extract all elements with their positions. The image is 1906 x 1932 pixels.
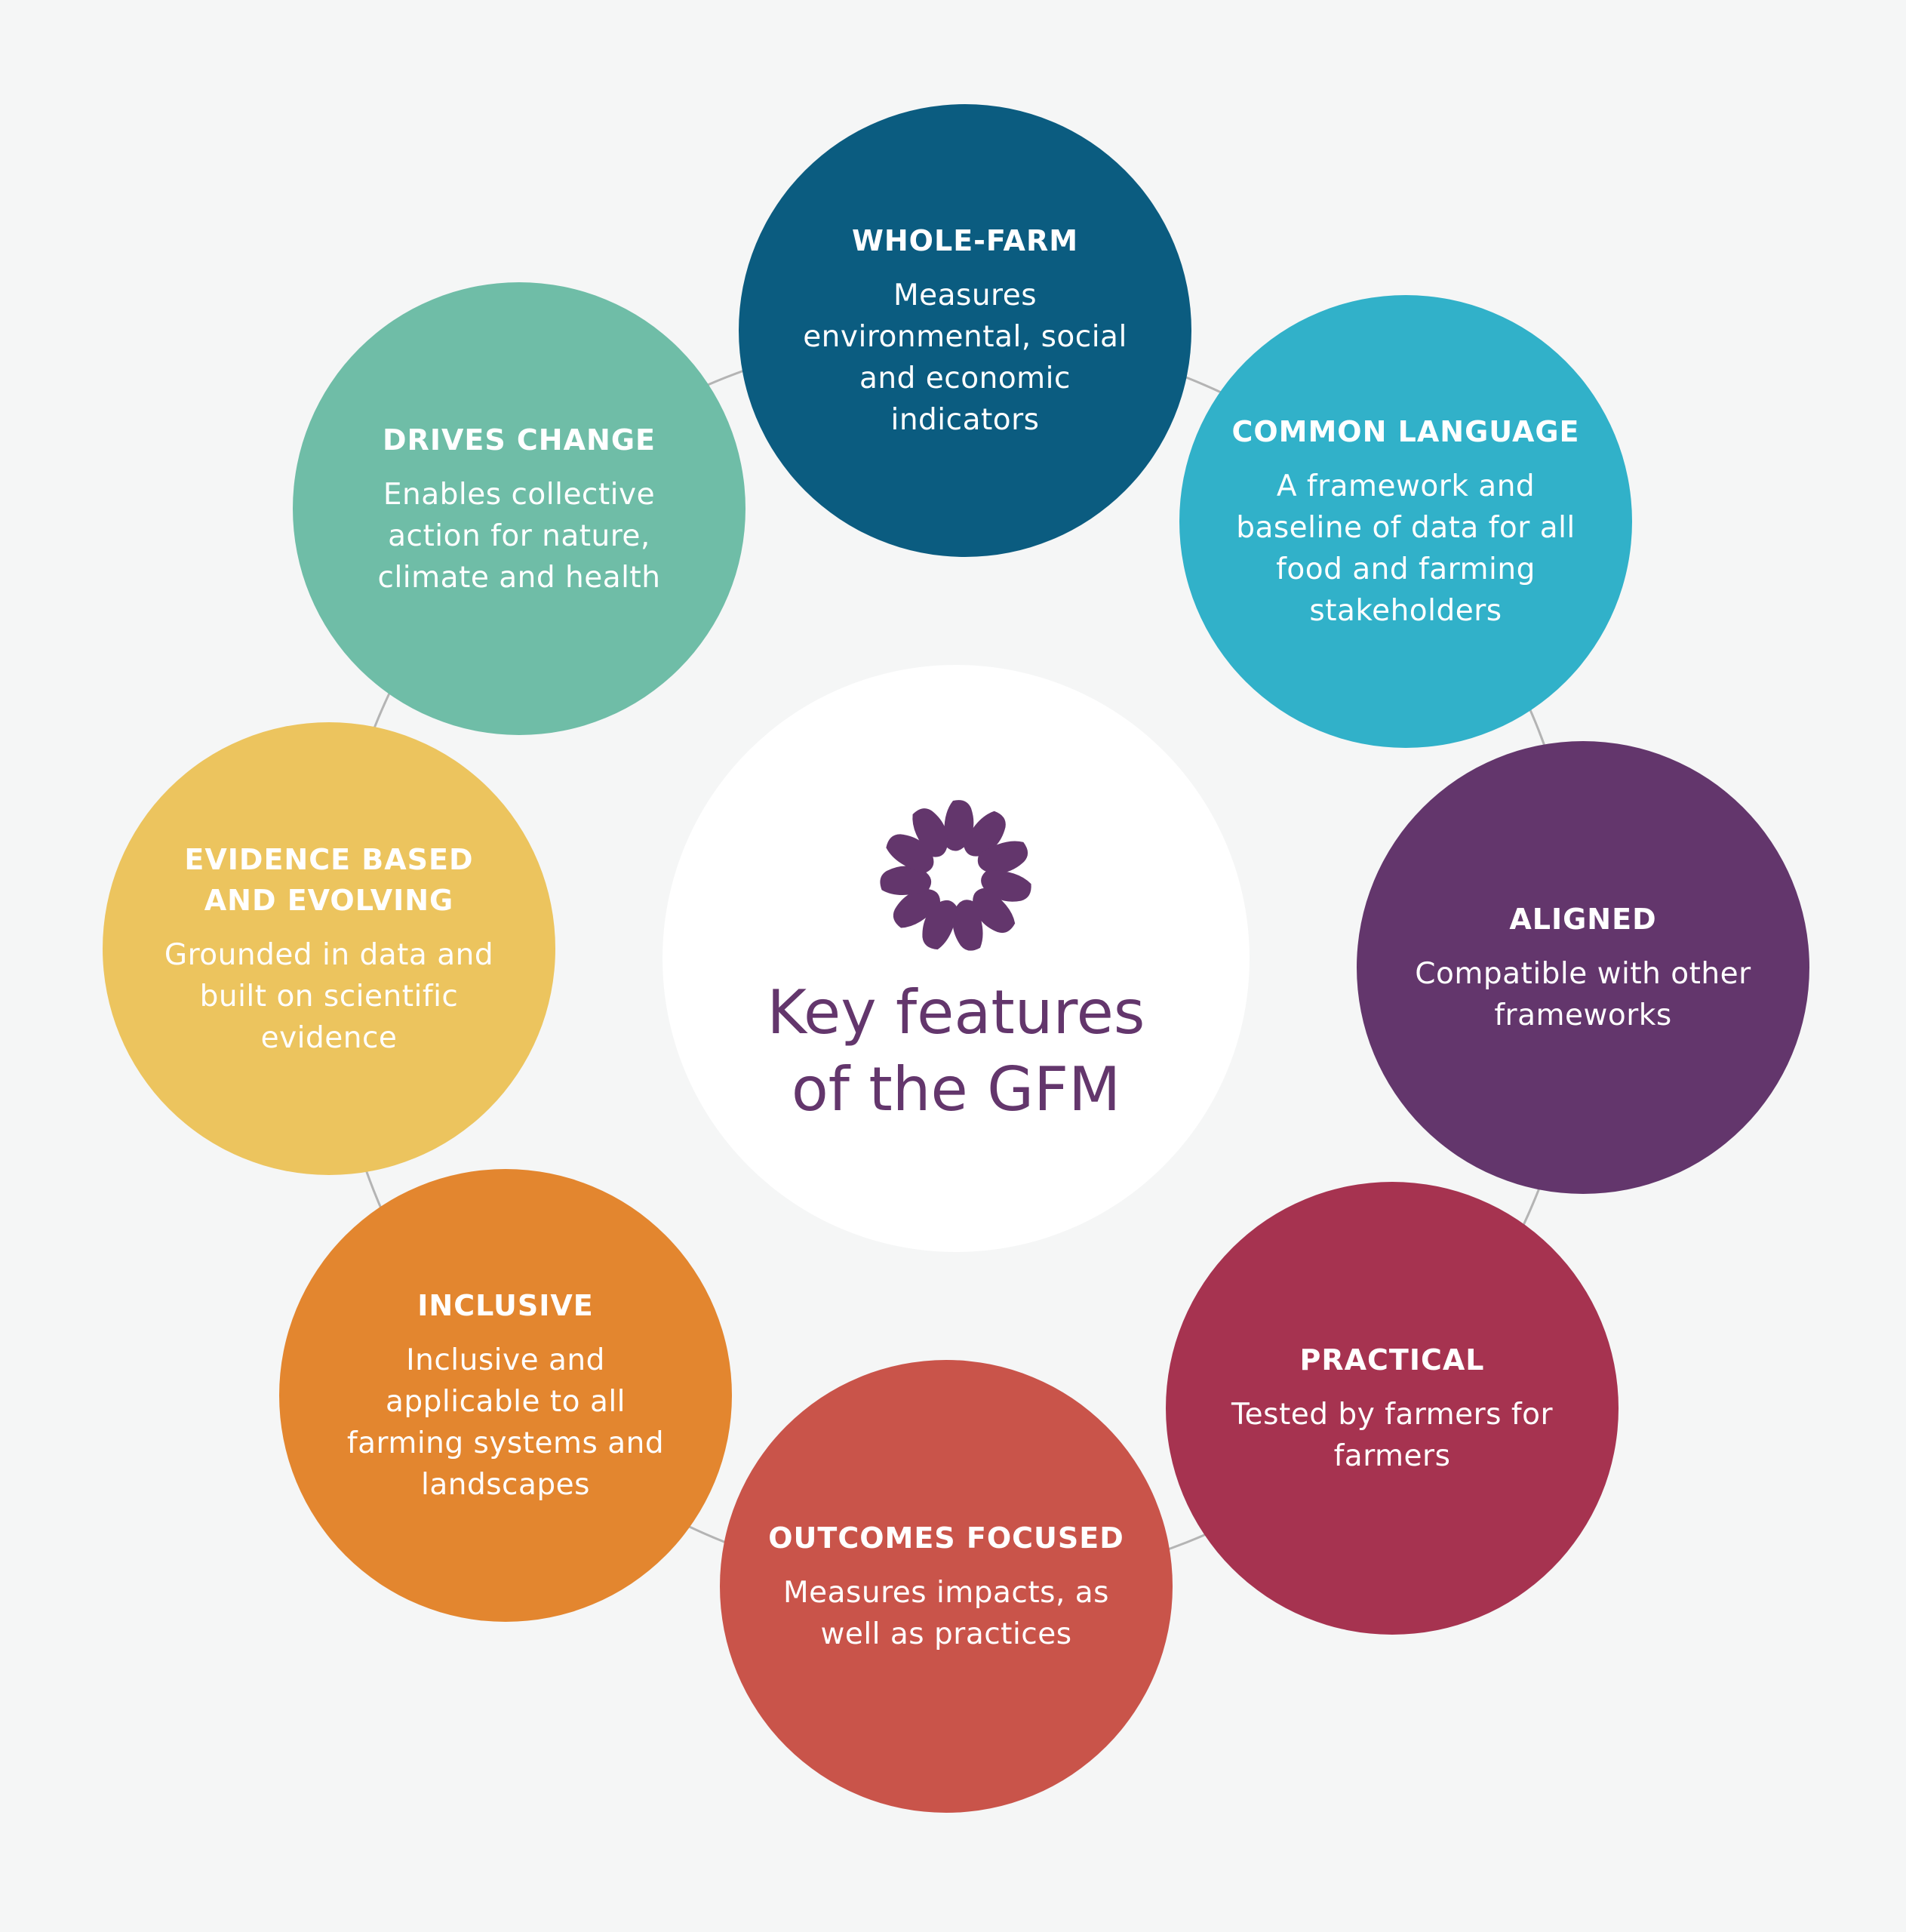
logo-petal [973, 888, 1016, 934]
feature-description: A framework and baseline of data for all… [1236, 469, 1576, 628]
feature-description: Tested by farmers for farmers [1231, 1398, 1554, 1473]
feature-title: INCLUSIVE [417, 1289, 594, 1322]
center-hub: Key features of the GFM [662, 665, 1250, 1252]
logo-petal [893, 889, 940, 928]
feature-common-language: COMMON LANGUAGE A framework and baseline … [1179, 295, 1632, 748]
feature-evidence-based: EVIDENCE BASED AND EVOLVING Grounded in d… [103, 722, 555, 1175]
feature-inclusive: INCLUSIVE Inclusive and applicable to all… [279, 1169, 732, 1622]
feature-drives-change: DRIVES CHANGE Enables collective action f… [293, 282, 745, 735]
feature-aligned: ALIGNED Compatible with other frameworks [1357, 741, 1809, 1194]
feature-title: OUTCOMES FOCUSED [768, 1521, 1124, 1555]
feature-title: DRIVES CHANGE [383, 423, 656, 457]
center-title: Key features of the GFM [767, 977, 1145, 1124]
logo-petal [952, 900, 983, 951]
feature-description: Measures environmental, social and econo… [803, 278, 1127, 437]
feature-description: Inclusive and applicable to all farming … [346, 1343, 665, 1502]
feature-description: Enables collective action for nature, cl… [377, 477, 661, 595]
logo-petal [912, 808, 948, 857]
feature-outcomes-focused: OUTCOMES FOCUSED Measures impacts, as wel… [720, 1360, 1173, 1813]
logo-petal [977, 841, 1028, 873]
feature-description: Measures impacts, as well as practices [782, 1576, 1109, 1651]
gfm-logo-icon [880, 800, 1031, 951]
logo-petal [963, 811, 1006, 857]
feature-practical: PRACTICAL Tested by farmers for farmers [1166, 1182, 1619, 1635]
feature-title: PRACTICAL [1299, 1343, 1485, 1377]
feature-title: ALIGNED [1509, 903, 1657, 936]
feature-description: Grounded in data and built on scientific… [164, 937, 494, 1055]
feature-title: WHOLE-FARM [851, 224, 1079, 257]
feature-description: Compatible with other frameworks [1415, 957, 1751, 1032]
logo-petal [944, 800, 974, 851]
feature-title: EVIDENCE BASED AND EVOLVING [184, 842, 474, 917]
feature-title: COMMON LANGUAGE [1231, 415, 1580, 448]
logo-petal [880, 866, 932, 896]
feature-whole-farm: WHOLE-FARM Measures environmental, social… [739, 104, 1191, 557]
